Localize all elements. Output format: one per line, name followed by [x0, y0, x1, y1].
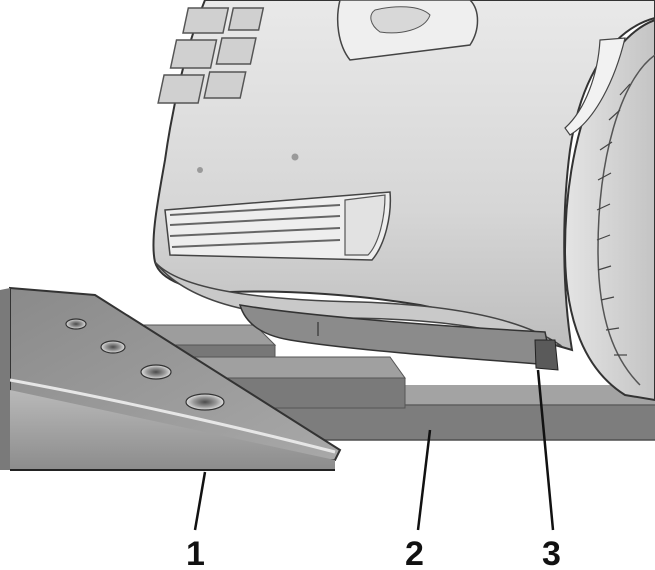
leader-line-1	[193, 471, 207, 531]
air-deflector	[238, 304, 559, 371]
ramp	[0, 286, 342, 471]
callout-leaders	[193, 369, 555, 531]
car-front-fascia	[152, 0, 655, 352]
leader-line-3	[536, 369, 555, 531]
callout-number-3: 3	[542, 535, 561, 570]
ramp-bolt-holes	[65, 318, 225, 411]
callout-number-1: 1	[186, 535, 205, 570]
callout-number-2: 2	[405, 535, 424, 570]
leader-line-2	[416, 429, 432, 531]
